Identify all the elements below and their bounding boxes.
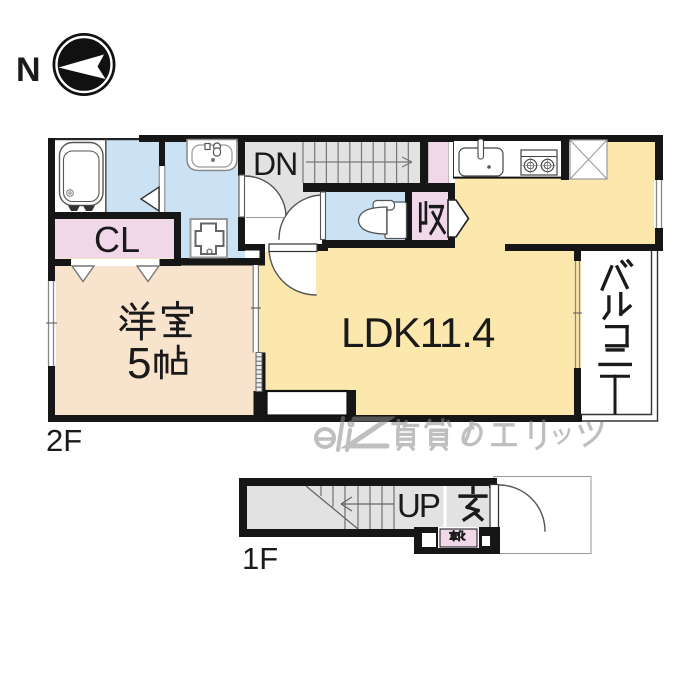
svg-text:2F: 2F — [46, 423, 82, 458]
svg-text:1F: 1F — [242, 541, 278, 576]
svg-text:LDK11.4: LDK11.4 — [341, 309, 495, 356]
svg-text:DN: DN — [253, 146, 297, 182]
svg-text:CL: CL — [94, 219, 140, 260]
svg-text:UP: UP — [397, 487, 440, 524]
svg-text:N: N — [16, 51, 41, 89]
svg-text:5: 5 — [127, 339, 151, 388]
